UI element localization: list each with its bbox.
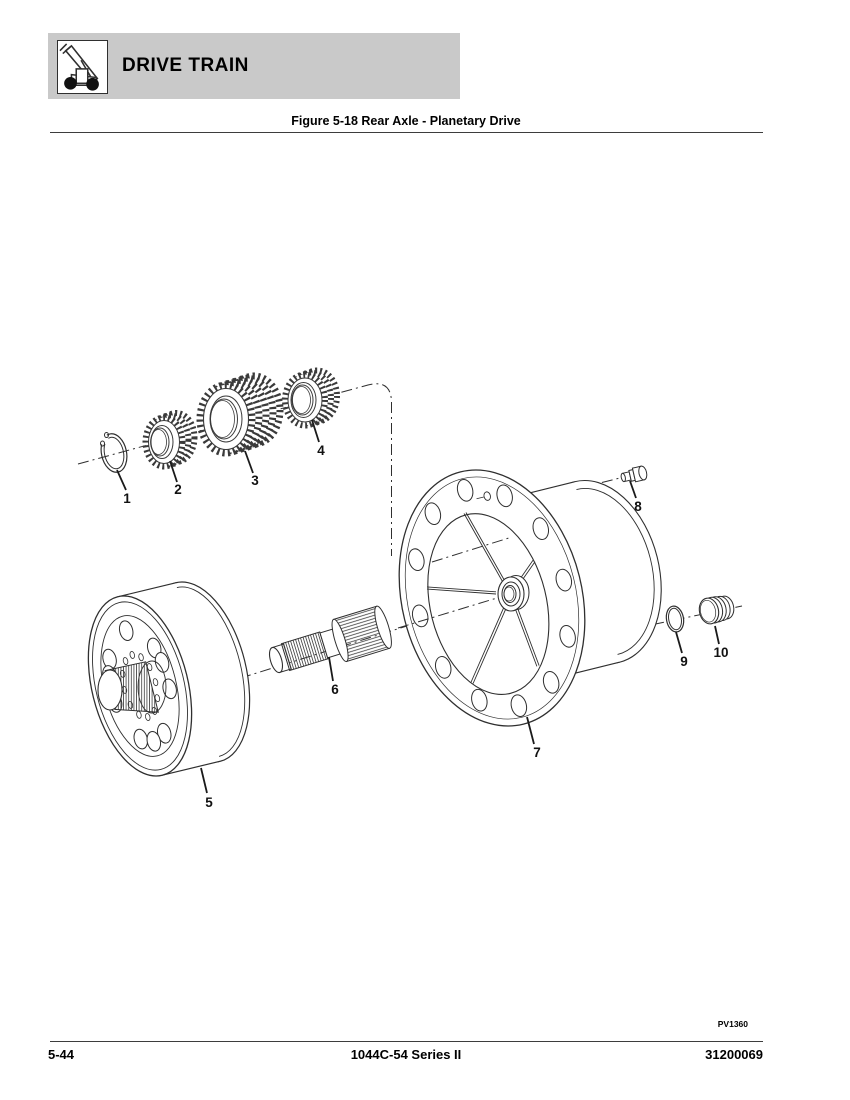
document-number: 31200069 xyxy=(705,1047,763,1062)
centerline-gear-axis xyxy=(77,383,392,556)
callout-label-10: 10 xyxy=(713,645,728,660)
part-9 xyxy=(665,605,685,633)
figure-caption: Figure 5-18 Rear Axle - Planetary Drive xyxy=(291,114,521,128)
part-7 xyxy=(398,469,662,727)
footer-rule xyxy=(50,1041,763,1042)
callout-label-7: 7 xyxy=(533,745,541,760)
section-title: DRIVE TRAIN xyxy=(122,55,249,76)
model-name: 1044C-54 Series II xyxy=(350,1047,462,1062)
callout-label-3: 3 xyxy=(251,473,259,488)
callout-label-6: 6 xyxy=(331,682,339,697)
callout-label-2: 2 xyxy=(174,482,182,497)
part-5 xyxy=(87,581,251,777)
part-2 xyxy=(142,410,198,470)
section-banner: DRIVE TRAIN xyxy=(48,33,460,99)
part-1 xyxy=(97,432,128,473)
callout-label-9: 9 xyxy=(680,654,688,669)
part-8 xyxy=(620,465,648,483)
centerline-hub-inner xyxy=(397,536,513,629)
part-4 xyxy=(282,367,340,429)
callout-leaders xyxy=(116,419,720,794)
part-6 xyxy=(268,605,392,674)
callout-label-1: 1 xyxy=(123,491,131,506)
part-10 xyxy=(698,595,735,625)
callout-label-4: 4 xyxy=(317,443,325,458)
artwork-code: PV1360 xyxy=(717,1019,748,1029)
callout-label-8: 8 xyxy=(634,499,642,514)
part-3 xyxy=(196,372,284,457)
telehandler-icon xyxy=(57,40,108,94)
page-number: 5-44 xyxy=(48,1047,75,1062)
header-rule xyxy=(50,132,763,133)
callout-label-5: 5 xyxy=(205,795,213,810)
